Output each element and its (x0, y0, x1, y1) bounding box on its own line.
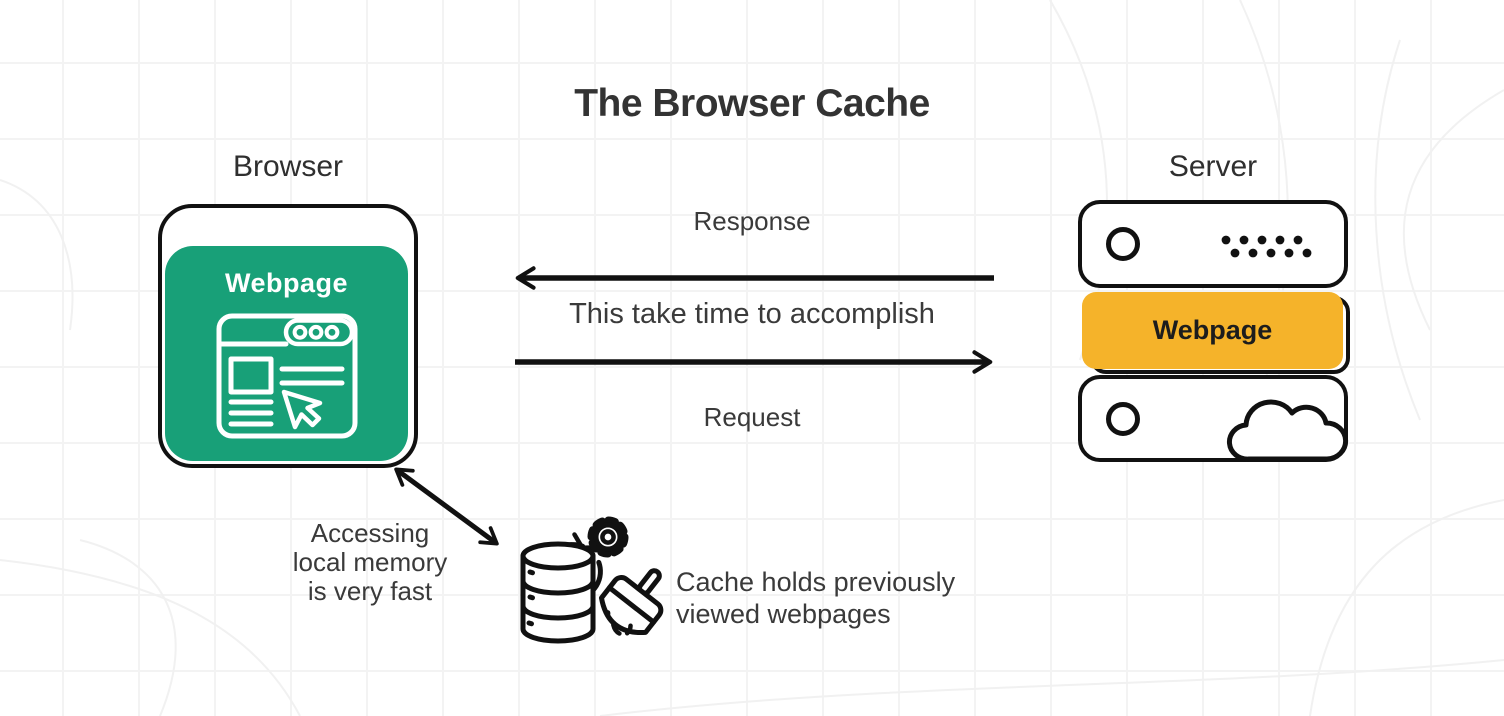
note-line: local memory (292, 547, 448, 577)
local-memory-note: Accessing local memory is very fast (268, 519, 472, 606)
database-icon (520, 541, 596, 644)
broom-icon (598, 568, 664, 636)
server-led-circle (1106, 401, 1140, 436)
cache-icon (520, 516, 664, 644)
note-line: is very fast (307, 576, 433, 606)
server-led-circle (1106, 227, 1140, 261)
browser-label: Browser (232, 150, 344, 183)
browser-cache-arrow (394, 467, 499, 546)
page-title: The Browser Cache (574, 82, 930, 125)
note-line: Accessing (310, 518, 430, 548)
note-line: viewed webpages (676, 599, 891, 629)
request-label: Request (703, 402, 801, 432)
server-webpage-panel: Webpage (1082, 292, 1343, 369)
cloud-icon (1226, 399, 1349, 462)
gear-refresh-icon (543, 516, 629, 602)
server-rack-top (1078, 200, 1348, 288)
response-label: Response (693, 206, 811, 236)
request-response-arrows (515, 266, 994, 374)
server-label: Server (1168, 150, 1258, 183)
browser-webpage-panel: Webpage (165, 246, 408, 461)
cache-holds-note: Cache holds previously viewed webpages (676, 566, 1006, 630)
server-vents-dots (1221, 235, 1312, 258)
server-rack-middle: Webpage (1080, 291, 1352, 375)
browser-box: Webpage (158, 204, 418, 468)
latency-note: This take time to accomplish (569, 298, 935, 330)
server-rack-bottom (1078, 375, 1349, 462)
server-webpage-label: Webpage (1152, 315, 1273, 345)
webpage-window-icon (216, 313, 357, 439)
browser-webpage-label: Webpage (224, 268, 349, 298)
note-line: Cache holds previously (676, 567, 956, 597)
